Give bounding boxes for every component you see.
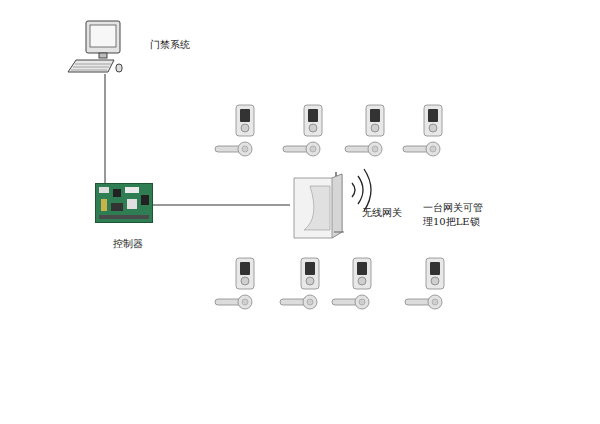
connector-line [153,205,290,206]
controller-node: 控制器 [95,183,153,223]
computer-node: 门禁系统 [66,18,126,74]
lock-icon [215,258,254,309]
wifi-waves [352,169,371,211]
lock-icon [405,258,444,309]
gateway-icon [290,172,346,240]
lock-icon [215,105,254,156]
lock-icon [332,258,371,309]
computer-icon [66,18,126,74]
board-icon [95,183,153,223]
gateway-node: 无线网关 [290,172,346,240]
note-label: 一台网关可管理10把LE锁 [423,201,485,228]
node-label: 无线网关 [362,206,402,219]
lock-icon [403,105,442,156]
lock-icon [345,105,384,156]
lock-icon [280,258,319,309]
lock-icon [283,105,322,156]
node-label: 门禁系统 [150,38,190,51]
node-label: 控制器 [113,237,143,250]
connector-line [105,74,106,183]
